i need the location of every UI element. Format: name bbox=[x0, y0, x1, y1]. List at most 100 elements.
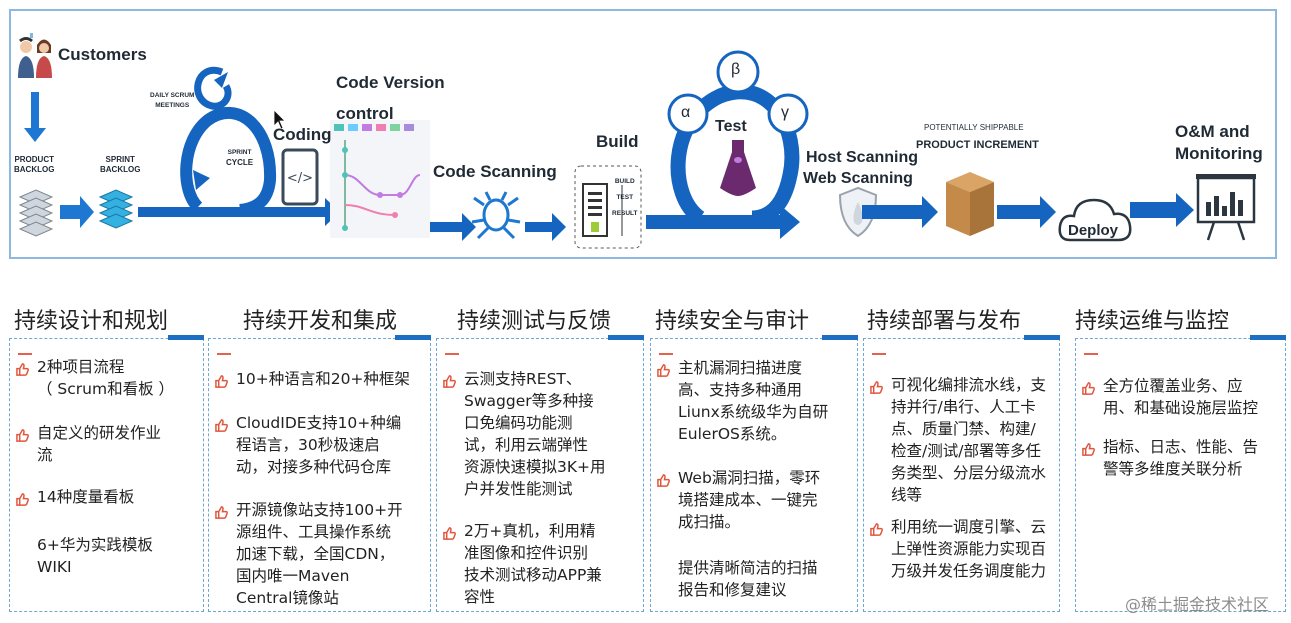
test-tube-icon bbox=[720, 140, 756, 196]
customers-icon bbox=[18, 33, 52, 78]
bug-scan-icon bbox=[471, 191, 521, 240]
column-box bbox=[208, 335, 431, 612]
feature-item-line: 万级并发任务调度能力 bbox=[891, 562, 1047, 580]
column-box bbox=[1075, 335, 1286, 612]
arrow-icon bbox=[525, 213, 566, 241]
host-scanning-label: Host Scanning bbox=[806, 149, 919, 166]
feature-item-line: 云测支持REST、 bbox=[464, 370, 582, 388]
customers-label: Customers bbox=[58, 45, 147, 64]
sprint-flow-arrow-icon bbox=[138, 198, 340, 226]
down-arrow-icon bbox=[24, 92, 46, 142]
feature-item-line: CloudIDE支持10+种编 bbox=[236, 414, 402, 432]
feature-item-line: 境搭建成本、一键完 bbox=[678, 491, 818, 509]
feature-item-line: 检查/测试/部署等多任 bbox=[891, 442, 1041, 460]
feature-item-line: Web漏洞扫描，零环 bbox=[678, 469, 821, 487]
thumbs-up-icon bbox=[16, 427, 29, 442]
feature-item-line: 流 bbox=[37, 446, 53, 464]
feature-item-line: 上弹性资源能力实现百 bbox=[891, 540, 1047, 558]
sprint-backlog-stack-icon bbox=[98, 189, 134, 229]
feature-item: 2万+真机，利用精准图像和控件识别技术测试移动APP兼容性 bbox=[464, 520, 640, 608]
feature-item-line: 务类型、分层分级流水 bbox=[891, 464, 1047, 482]
feature-item-line: 2种项目流程 bbox=[37, 358, 125, 376]
thumbs-up-icon bbox=[215, 504, 228, 519]
feature-item-line: （ Scrum和看板 ） bbox=[37, 380, 175, 398]
feature-item: 利用统一调度引擎、云上弹性资源能力实现百万级并发任务调度能力 bbox=[891, 516, 1056, 582]
feature-item-line: 利用统一调度引擎、云 bbox=[891, 518, 1047, 536]
column-title: 持续部署与发布 bbox=[867, 309, 1022, 334]
feature-item-line: 户并发性能测试 bbox=[464, 480, 573, 498]
feature-item-line: 资源快速模拟3K+用 bbox=[464, 458, 606, 476]
feature-item: Web漏洞扫描，零环境搭建成本、一键完成扫描。 bbox=[678, 467, 854, 533]
coding-label: Coding bbox=[273, 125, 332, 144]
mouse-cursor-icon bbox=[273, 109, 286, 130]
arrow-icon bbox=[997, 196, 1056, 228]
thumbs-up-icon bbox=[443, 525, 456, 540]
shield-icon bbox=[838, 186, 878, 238]
feature-item: 指标、日志、性能、告警等多维度关联分析 bbox=[1103, 436, 1282, 480]
column-title: 持续设计和规划 bbox=[14, 309, 169, 334]
beta-label: β bbox=[731, 61, 741, 78]
column-box bbox=[436, 335, 644, 612]
package-box-icon bbox=[946, 172, 994, 236]
code-scanning-label: Code Scanning bbox=[433, 162, 557, 181]
feature-item-line: 源组件、工具操作系统 bbox=[236, 523, 392, 541]
thumbs-up-icon bbox=[16, 361, 29, 376]
feature-item-line: Central镜像站 bbox=[236, 589, 339, 607]
column-dash bbox=[1084, 353, 1098, 355]
arrow-icon bbox=[60, 196, 94, 228]
feature-item-line: 高、支持多种通用 bbox=[678, 381, 803, 399]
feature-item-line: 全方位覆盖业务、应 bbox=[1103, 377, 1243, 395]
feature-item-line: 提供清晰简洁的扫描 bbox=[678, 559, 818, 577]
feature-item: 10+种语言和20+种框架 bbox=[236, 368, 427, 390]
flow-diagram: </> bbox=[18, 33, 1256, 249]
feature-item-line: 2万+真机，利用精 bbox=[464, 522, 596, 540]
feature-item-line: 点、质量门禁、构建/ bbox=[891, 420, 1036, 438]
feature-item-line: 持并行/串行、人工卡 bbox=[891, 398, 1036, 416]
watermark: @稀土掘金技术社区 bbox=[1124, 595, 1269, 614]
feature-item-line: 14种度量看板 bbox=[37, 488, 135, 506]
feature-item-line: 10+种语言和20+种框架 bbox=[236, 370, 410, 388]
feature-item-line: 警等多维度关联分析 bbox=[1103, 460, 1243, 478]
thumbs-up-icon bbox=[657, 472, 670, 487]
arrow-icon bbox=[862, 196, 938, 228]
arrow-icon bbox=[1130, 193, 1194, 227]
feature-item-line: WIKI bbox=[37, 558, 72, 576]
feature-item-line: Swagger等多种接 bbox=[464, 392, 594, 410]
column-dash bbox=[18, 353, 32, 355]
column-dash bbox=[217, 353, 231, 355]
column-dash bbox=[445, 353, 459, 355]
column-dash bbox=[659, 353, 673, 355]
thumbs-up-icon bbox=[443, 373, 456, 388]
column-box bbox=[863, 335, 1060, 612]
gamma-label: γ bbox=[781, 104, 789, 121]
feature-item-line: 开源镜像站支持100+开 bbox=[236, 501, 403, 519]
feature-item-line: 线等 bbox=[891, 486, 923, 504]
coding-device-icon: </> bbox=[281, 148, 319, 206]
column-tab bbox=[168, 335, 204, 340]
feature-item-line: 程语言，30秒极速启 bbox=[236, 436, 380, 454]
thumbs-up-icon bbox=[16, 491, 29, 506]
feature-item-line: Liunx系统级华为自研 bbox=[678, 403, 829, 421]
build-label: Build bbox=[596, 132, 639, 151]
svg-text:</>: </> bbox=[287, 171, 313, 186]
feature-item-line: EulerOS系统。 bbox=[678, 425, 787, 443]
feature-item-line: 6+华为实践模板 bbox=[37, 536, 153, 554]
feature-item-line: 国内唯一Maven bbox=[236, 567, 350, 585]
thumbs-up-icon bbox=[1082, 380, 1095, 395]
build-pipeline-icon bbox=[574, 165, 642, 249]
thumbs-up-icon bbox=[657, 362, 670, 377]
arrow-icon bbox=[430, 213, 476, 241]
thumbs-up-icon bbox=[215, 373, 228, 388]
feature-item-line: 指标、日志、性能、告 bbox=[1103, 438, 1259, 456]
web-scanning-label: Web Scanning bbox=[803, 170, 913, 187]
potentially-shippable-label: POTENTIALLY SHIPPABLE bbox=[924, 123, 1024, 132]
column-title: 持续运维与监控 bbox=[1075, 309, 1230, 334]
test-loop-icon bbox=[670, 84, 800, 226]
